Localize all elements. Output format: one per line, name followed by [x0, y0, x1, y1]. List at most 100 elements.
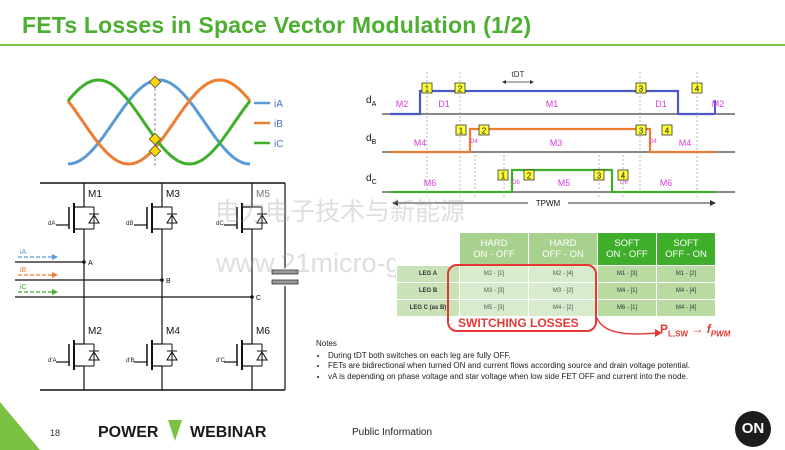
timing-marker: [478, 124, 490, 136]
switch-label: M5: [256, 189, 270, 200]
switching-losses-label: SWITCHING LOSSES: [456, 316, 581, 330]
timing-state-label: M4: [679, 138, 692, 148]
node-dot: [160, 278, 164, 282]
table-cell: M1 - [2]: [656, 265, 716, 283]
timing-state-label: M5: [558, 178, 571, 188]
timing-marker-label: 1: [501, 172, 506, 181]
note-item: vA is depending on phase voltage and sta…: [328, 372, 776, 383]
switch-label: M2: [88, 326, 102, 337]
gate-label: d'C: [216, 358, 225, 364]
table-cell: M4 - [2]: [528, 299, 598, 317]
timing-state-label: D4: [470, 139, 478, 145]
diode-icon: [256, 214, 268, 224]
diode-icon: [256, 351, 268, 361]
timing-marker-label: 3: [639, 85, 644, 94]
timing-marker: [635, 124, 647, 136]
capacitor-plate: [271, 269, 299, 275]
note-item: During tDT both switches on each leg are…: [328, 351, 776, 362]
timing-state-label: D1: [655, 99, 667, 109]
timing-marker-label: 2: [527, 172, 532, 181]
mosfet-m1: M1 dA: [48, 189, 102, 241]
node-label: C: [256, 295, 261, 302]
timing-state-label: D6: [512, 180, 520, 186]
tdt-arrowhead: [502, 80, 506, 84]
timing-marker-label: 2: [482, 127, 487, 136]
notes-list: During tDT both switches on each leg are…: [316, 351, 776, 383]
timing-marker: [635, 82, 647, 94]
gate-label: dC: [216, 221, 224, 227]
tpwm-arrowhead: [392, 200, 398, 206]
sample-marker: [148, 75, 162, 89]
row-label: LEG C (as B): [396, 299, 460, 317]
row-label: LEG A: [396, 265, 460, 283]
tdt-arrowhead: [530, 80, 534, 84]
table-cell: M3 - [3]: [459, 282, 529, 300]
legend-label: iC: [274, 139, 283, 150]
tdt-label: tDT: [512, 70, 525, 79]
tpwm-arrowhead: [710, 200, 716, 206]
table-cell: M4 - [1]: [597, 282, 657, 300]
current-label: iC: [20, 284, 27, 291]
webinar-logo: WEBINAR: [190, 424, 267, 441]
diode-icon: [88, 351, 100, 361]
on-semi-logo: ON: [735, 411, 771, 447]
sample-marker: [148, 132, 162, 146]
timing-state-label: M2: [712, 99, 725, 109]
timing-state-label: D6: [620, 180, 628, 186]
table-cell: M3 - [2]: [528, 282, 598, 300]
timing-marker-label: 1: [459, 127, 464, 136]
table-row: LEG C (as B) M5 - [3] M4 - [2] M6 - [1] …: [396, 299, 716, 317]
node-label: B: [166, 278, 171, 285]
timing-wave-c: [390, 168, 715, 194]
timing-state-label: M3: [550, 138, 563, 148]
timing-state-label: M6: [424, 178, 437, 188]
tpwm-label-bg: [528, 197, 568, 209]
table-corner: [396, 232, 460, 266]
tpwm-label: TPWM: [536, 199, 561, 208]
timing-marker-label: 3: [639, 127, 644, 136]
switch-label: M1: [88, 189, 102, 200]
diode-icon: [166, 214, 178, 224]
timing-marker: [523, 169, 535, 181]
switching-losses-highlight: [447, 264, 597, 332]
gate-label: dA: [48, 221, 55, 227]
power-switching-formula: PL,SW → fPWM: [660, 322, 731, 339]
timing-marker: [661, 124, 673, 136]
timing-row-label: dA: [366, 95, 377, 108]
timing-marker-label: 4: [665, 127, 670, 136]
gate-label: d'B: [126, 358, 134, 364]
note-item: FETs are bidirectional when turned ON an…: [328, 361, 776, 372]
mosfet-m2: M2 d'A: [48, 326, 102, 378]
gate-timing-diagram: dAdBdCM2D1M1D1M2M4D4M3D4M4M6D6M5D6M61234…: [366, 70, 735, 209]
timing-wave-b: [390, 127, 715, 154]
gate-label: d'A: [48, 358, 56, 364]
diode-icon: [88, 214, 100, 224]
waveform-legend: iA iB iC: [254, 99, 283, 150]
timing-row-label: dB: [366, 133, 377, 146]
table-cell: M1 - [3]: [597, 265, 657, 283]
timing-row-label: dC: [366, 173, 377, 186]
mosfet-m6: M6d'C: [216, 326, 270, 378]
diode-icon: [166, 351, 178, 361]
title-underline: [0, 44, 785, 46]
switch-label: M3: [166, 189, 180, 200]
timing-state-label: M4: [414, 138, 427, 148]
timing-marker: [455, 124, 467, 136]
sample-marker: [148, 144, 162, 158]
notes-title: Notes: [316, 339, 337, 348]
timing-state-label: M6: [660, 178, 673, 188]
timing-state-label: M2: [396, 99, 409, 109]
legend-label: iA: [274, 99, 283, 110]
legend-label: iB: [274, 119, 283, 130]
timing-state-label: M1: [546, 99, 559, 109]
current-arrowhead: [52, 254, 58, 260]
footer-corner-accent: [0, 402, 40, 450]
